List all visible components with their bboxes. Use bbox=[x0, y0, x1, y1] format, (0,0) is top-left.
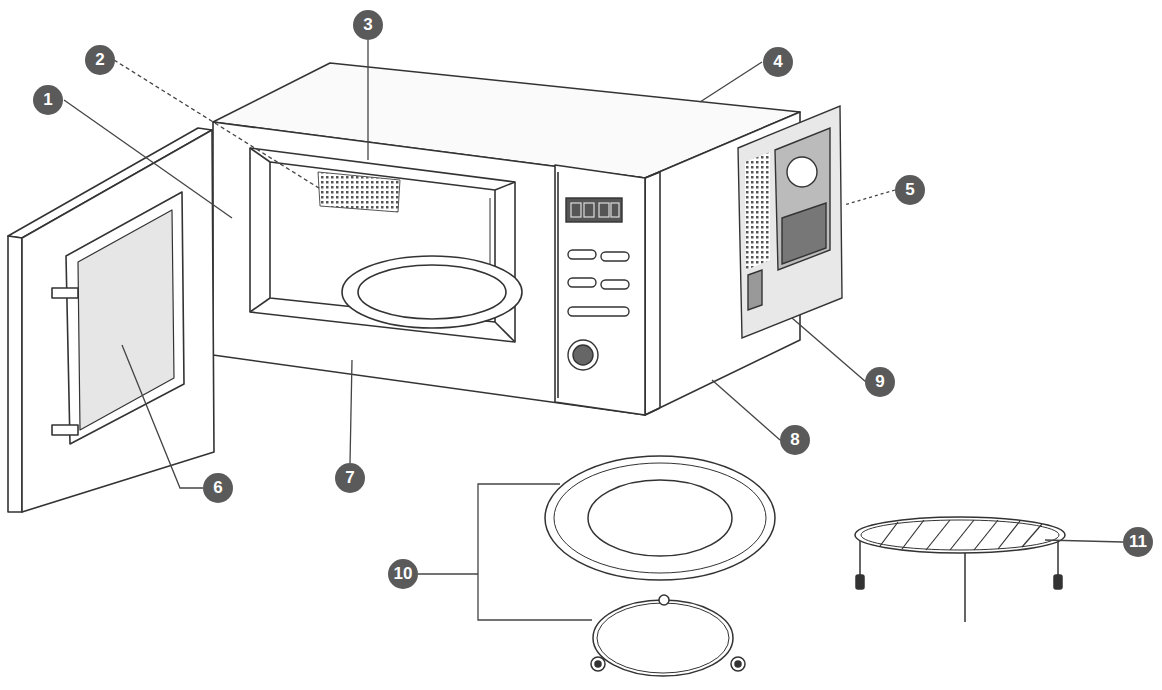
rack-wires-part bbox=[902, 520, 924, 549]
oven-door-part bbox=[78, 210, 174, 430]
control-panel-part bbox=[568, 278, 596, 287]
oven-body-part bbox=[659, 172, 661, 408]
accessories-part bbox=[856, 575, 864, 589]
accessories-part bbox=[855, 517, 1065, 553]
leader-lines-part bbox=[122, 345, 203, 488]
control-panel-part bbox=[584, 203, 594, 217]
oven-body-part bbox=[250, 148, 515, 342]
rack-wires-part bbox=[998, 521, 1020, 549]
control-panel-part bbox=[599, 203, 609, 217]
rack-wires-part bbox=[950, 520, 974, 550]
control-panel-part bbox=[566, 198, 622, 222]
rear-panel-part bbox=[738, 106, 842, 338]
accessories-part bbox=[554, 463, 766, 573]
oven-body-part bbox=[557, 172, 559, 398]
control-panel bbox=[566, 198, 629, 370]
rack-wires-part bbox=[880, 522, 898, 546]
callout-number: 5 bbox=[895, 175, 925, 205]
rack-wires-part bbox=[926, 520, 950, 550]
leader-lines-part bbox=[700, 62, 762, 102]
oven-door-part bbox=[52, 288, 78, 298]
callout-number: 9 bbox=[865, 367, 895, 397]
accessories-part bbox=[591, 657, 605, 671]
callout-number: 2 bbox=[85, 45, 115, 75]
rack-wires bbox=[880, 520, 1042, 550]
rear-panel-part bbox=[745, 152, 770, 270]
callout-number: 1 bbox=[33, 85, 63, 115]
accessories-part bbox=[588, 480, 732, 556]
control-panel-part bbox=[571, 203, 581, 217]
accessories-part bbox=[659, 595, 669, 605]
leader-lines bbox=[64, 40, 1123, 620]
accessories-part bbox=[964, 552, 966, 622]
leader-lines-part bbox=[844, 190, 895, 205]
rear-panel-part bbox=[782, 203, 826, 264]
oven-body-part bbox=[645, 408, 660, 415]
leader-lines-part bbox=[712, 380, 780, 440]
callout-number: 7 bbox=[335, 463, 365, 493]
leader-lines-part bbox=[64, 100, 232, 218]
rear-panel-part bbox=[787, 157, 817, 187]
oven-body-part bbox=[213, 122, 645, 415]
leader-lines-part bbox=[1045, 540, 1123, 542]
accessories-part bbox=[595, 661, 601, 667]
control-panel-part bbox=[601, 280, 629, 289]
callout-number: 6 bbox=[203, 473, 233, 503]
callout-number: 10 bbox=[388, 559, 418, 589]
oven-body-part bbox=[250, 148, 270, 162]
rear-panel-part bbox=[775, 128, 830, 270]
leader-lines-part bbox=[478, 484, 592, 620]
accessories-part bbox=[731, 657, 745, 671]
oven-body-part bbox=[495, 182, 515, 190]
leader-lines-part bbox=[792, 318, 866, 382]
callout-number: 11 bbox=[1123, 527, 1153, 557]
oven-body-part bbox=[495, 322, 515, 342]
accessories-part bbox=[545, 456, 775, 580]
oven-body-part bbox=[358, 265, 506, 319]
rack-wires-part bbox=[974, 520, 998, 550]
oven-door-part bbox=[52, 425, 78, 435]
oven-door bbox=[8, 128, 214, 512]
leader-lines-part bbox=[350, 360, 352, 463]
control-panel-part bbox=[611, 203, 619, 217]
oven-body bbox=[213, 63, 800, 415]
leader-lines-part bbox=[114, 60, 322, 190]
oven-door-part bbox=[8, 236, 22, 512]
oven-body-part bbox=[318, 172, 400, 212]
oven-body-part bbox=[555, 165, 645, 415]
accessories bbox=[545, 456, 1065, 676]
callout-number: 3 bbox=[353, 10, 383, 40]
rack-wires-part bbox=[1022, 524, 1042, 547]
accessories-part bbox=[1054, 575, 1062, 589]
oven-body-part bbox=[645, 172, 660, 178]
accessories-part bbox=[735, 661, 741, 667]
callout-number: 4 bbox=[763, 47, 793, 77]
oven-body-part bbox=[250, 298, 270, 312]
rear-panel bbox=[738, 106, 842, 338]
control-panel-part bbox=[568, 250, 596, 259]
control-panel-part bbox=[601, 252, 629, 261]
leader-lines-part bbox=[418, 573, 478, 574]
oven-door-part bbox=[22, 130, 214, 512]
accessories-part bbox=[593, 600, 733, 676]
control-panel-part bbox=[568, 307, 629, 316]
accessories-part bbox=[861, 520, 1059, 550]
oven-body-part bbox=[342, 256, 522, 328]
leader-lines-part bbox=[367, 40, 368, 160]
control-panel-part bbox=[573, 345, 593, 365]
rear-panel-part bbox=[748, 270, 762, 310]
callout-number: 8 bbox=[780, 425, 810, 455]
accessories-part bbox=[597, 603, 729, 673]
control-panel-part bbox=[568, 340, 598, 370]
oven-door-part bbox=[66, 192, 184, 444]
